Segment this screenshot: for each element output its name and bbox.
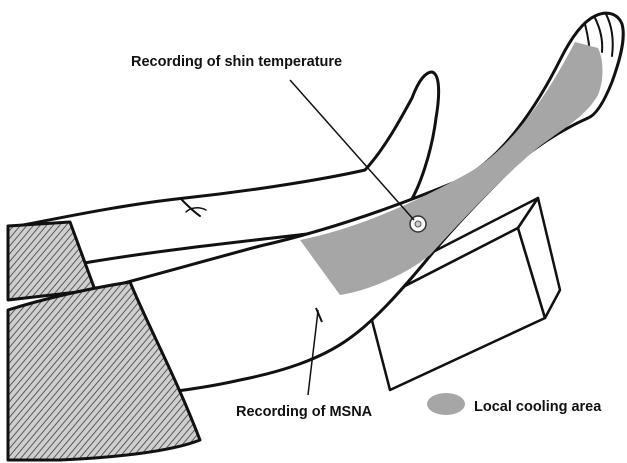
msna-label: Recording of MSNA	[236, 404, 373, 420]
cooling-area-legend-label: Local cooling area	[474, 399, 602, 415]
cooling-area-legend-swatch	[427, 393, 465, 415]
shin-temperature-label: Recording of shin temperature	[131, 54, 342, 70]
